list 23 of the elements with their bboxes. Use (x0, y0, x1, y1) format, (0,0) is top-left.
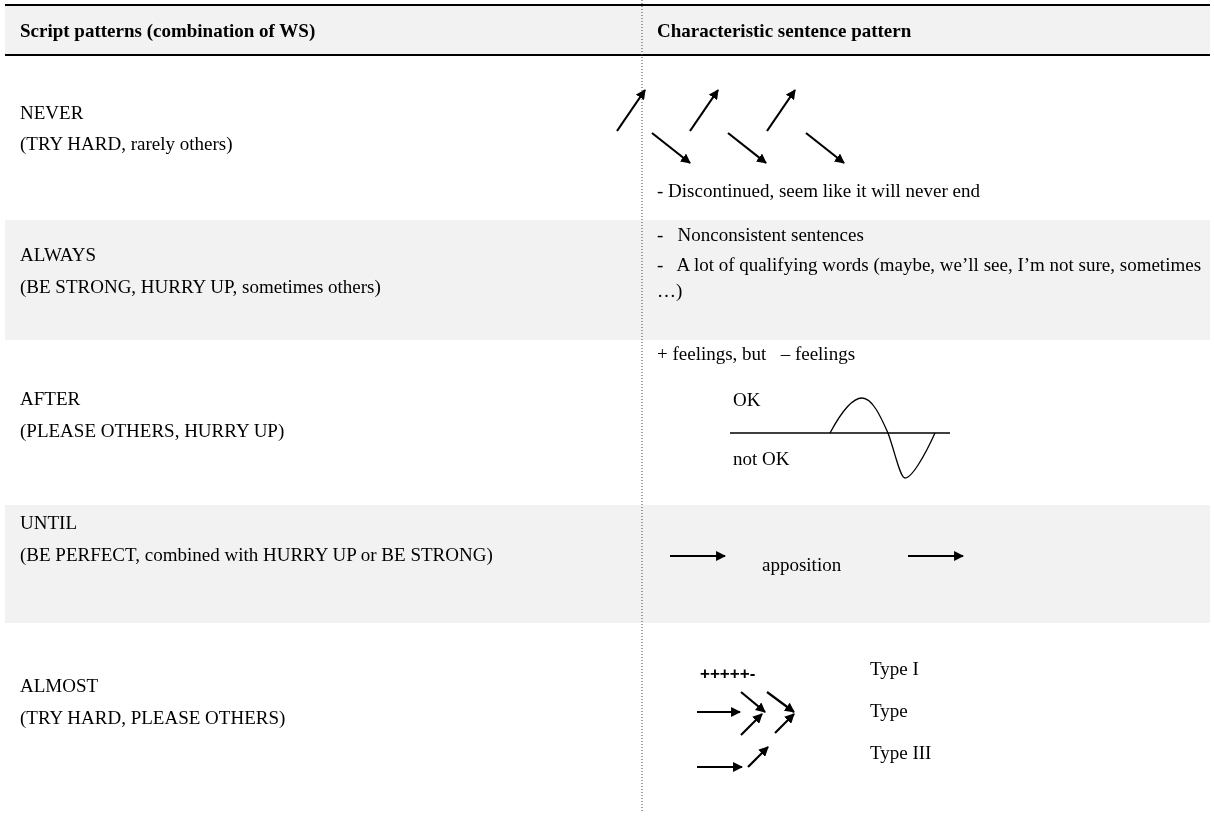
script-name: UNTIL (20, 511, 77, 535)
pattern-description: - Discontinued, seem like it will never end (657, 179, 980, 203)
driver-list: (PLEASE OTHERS, HURRY UP) (20, 418, 285, 444)
driver-list: (TRY HARD, PLEASE OTHERS) (20, 705, 286, 731)
type-label: Type III (870, 741, 932, 765)
script-name: ALMOST (20, 674, 99, 698)
pattern-description: - A lot of qualifying words (maybe, we’ll see, I’m not sure, sometimes …) (657, 253, 1203, 303)
column-header: Script patterns (combination of WS) (20, 19, 316, 43)
script-name: NEVER (20, 101, 84, 125)
column-header: Characteristic sentence pattern (657, 19, 912, 43)
axis-label: OK (733, 388, 761, 412)
type-label: Type (870, 699, 908, 723)
driver-list: (BE PERFECT, combined with HURRY UP or BE STRONG) (20, 542, 493, 568)
driver-list: (BE STRONG, HURRY UP, sometimes others) (20, 274, 381, 300)
pattern-description: - Nonconsistent sentences (657, 223, 864, 247)
script-name: AFTER (20, 387, 81, 411)
pattern-description: + feelings, but – feelings (657, 342, 856, 366)
type-label: Type I (870, 657, 919, 681)
sign-sequence: +++++- (700, 663, 756, 685)
driver-list: (TRY HARD, rarely others) (20, 131, 233, 157)
script-name: ALWAYS (20, 243, 96, 267)
axis-label: not OK (733, 447, 790, 471)
pattern-description: apposition (762, 553, 842, 577)
